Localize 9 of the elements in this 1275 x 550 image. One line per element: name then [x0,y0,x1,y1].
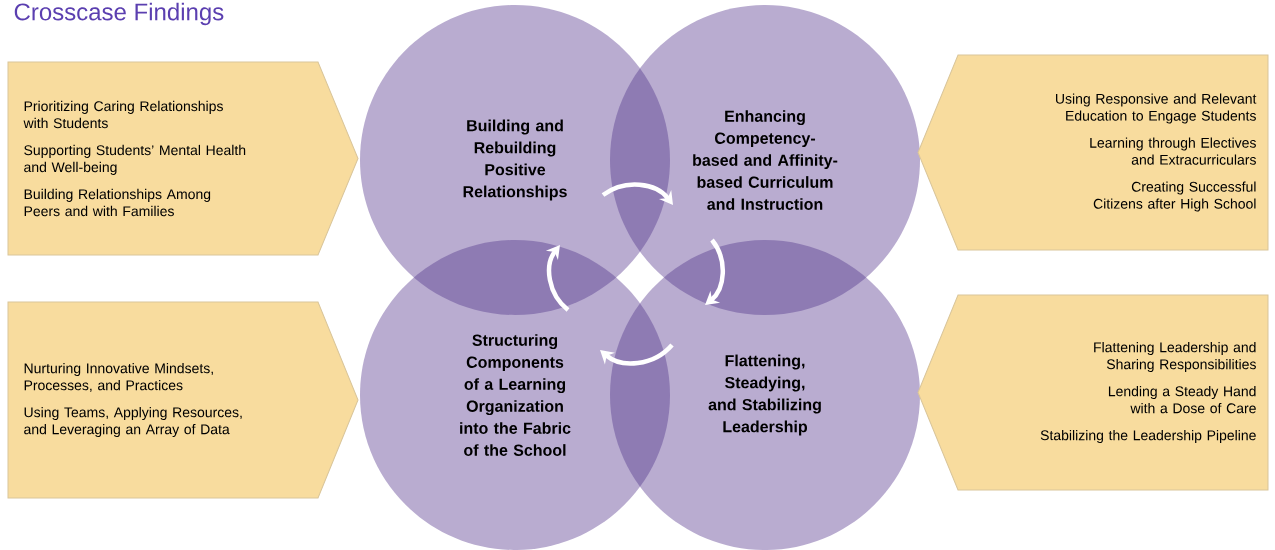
curved-arrow [705,238,725,305]
arrow-box: Nurturing Innovative Mindsets, Processes, and Practices Using Teams, Applying Resources, and Leveraging an Array of Data [7,301,359,499]
title: Crosscase Findings [14,2,224,26]
arrow-box: Using Responsive and Relevant Education to Engage Students Learning through Electives and Extracurriculars Creating Successful Citizens after High School [917,54,1269,251]
curved-arrow [545,245,570,312]
arrow-box: Prioritizing Caring Relationships with Students Supporting Students’ Mental Health and Well-being Building Relationships Among Peers and with Families [7,61,359,256]
arrow-box: Flattening Leadership and Sharing Responsibilities Lending a Steady Hand with a Dose of Care Stabilizing the Leadership Pipeline [917,294,1269,491]
curved-arrow [601,182,673,205]
curved-arrow [600,343,674,366]
